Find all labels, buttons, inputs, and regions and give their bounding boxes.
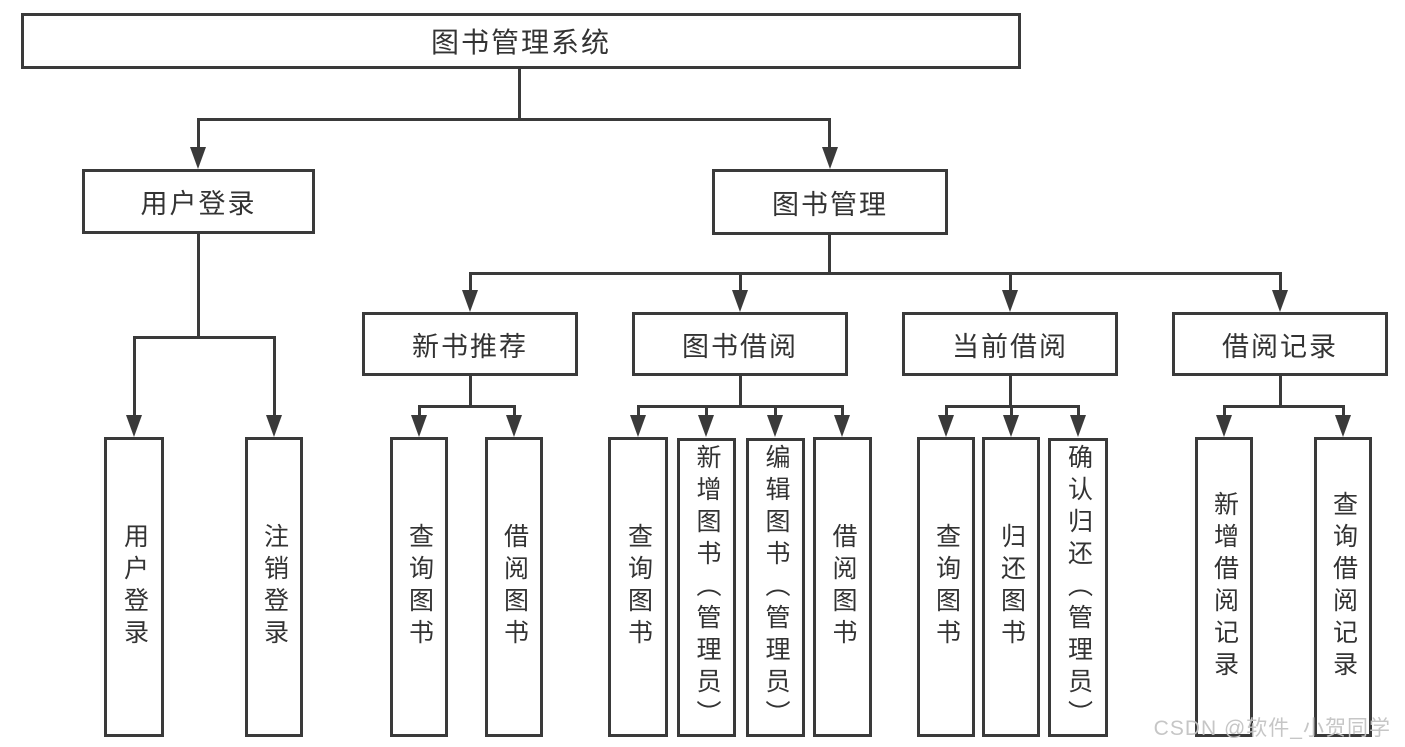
connector-to-leaf-user-login [133,338,136,417]
arrow-down-icon [1272,290,1288,312]
connector-borrow-branch [637,405,844,408]
connector-records-stem [1279,375,1282,408]
leaf-edit-books-admin: 编辑图书（管理员） [746,438,805,737]
node-new-book-recommend: 新书推荐 [362,312,578,376]
arrow-down-icon [834,415,850,437]
leaf-borrow-books-borrow: 借阅图书 [813,437,872,737]
node-current-borrow: 当前借阅 [902,312,1118,376]
connector-borrow-stem [739,375,742,408]
connector-to-current-leaf2 [1010,407,1013,417]
connector-root-stem [518,67,521,119]
connector-to-borrow-records [1279,274,1282,292]
arrow-down-icon [1335,415,1351,437]
node-user-login: 用户登录 [82,169,315,234]
arrow-down-icon [822,147,838,169]
arrow-down-icon [1070,415,1086,437]
connector-to-book-management [828,119,831,150]
arrow-down-icon [506,415,522,437]
connector-to-records-leaf1 [1223,407,1226,417]
leaf-query-books-recommend: 查询图书 [390,437,448,737]
connector-to-current-leaf3 [1077,407,1080,417]
leaf-logout-login: 注销登录 [245,437,303,737]
connector-to-borrow-leaf3 [774,407,777,417]
connector-to-leaf-logout [273,338,276,417]
connector-to-new-book-recommend [469,274,472,292]
leaf-query-books-borrow: 查询图书 [608,437,668,737]
arrow-down-icon [1216,415,1232,437]
leaf-confirm-return-admin: 确认归还（管理员） [1048,438,1108,737]
arrow-down-icon [1003,415,1019,437]
arrow-down-icon [732,290,748,312]
connector-to-borrow-leaf4 [841,407,844,417]
connector-to-borrow-leaf1 [637,407,640,417]
connector-book-management-stem [828,234,831,275]
leaf-add-books-admin: 新增图书（管理员） [677,438,736,737]
arrow-down-icon [938,415,954,437]
watermark: CSDN @软件_小贺同学 [1153,717,1391,740]
connector-current-branch [945,405,1080,408]
connector-to-recommend-leaf2 [513,407,516,417]
leaf-user-login: 用户登录 [104,437,164,737]
connector-to-recommend-leaf1 [418,407,421,417]
connector-user-login-branch [133,336,276,339]
arrow-down-icon [630,415,646,437]
node-book-borrow: 图书借阅 [632,312,848,376]
arrow-down-icon [126,415,142,437]
connector-to-records-leaf2 [1342,407,1345,417]
connector-recommend-branch [418,405,516,408]
leaf-query-borrow-record: 查询借阅记录 [1314,437,1372,737]
connector-to-borrow-leaf2 [705,407,708,417]
node-borrow-records: 借阅记录 [1172,312,1388,376]
connector-book-management-branch [469,272,1282,275]
arrow-down-icon [411,415,427,437]
leaf-add-borrow-record: 新增借阅记录 [1195,437,1253,737]
connector-current-stem [1009,375,1012,408]
connector-root-branch [197,118,831,121]
arrow-down-icon [266,415,282,437]
connector-to-current-leaf1 [945,407,948,417]
node-root: 图书管理系统 [21,13,1021,69]
connector-to-current-borrow [1009,274,1012,292]
leaf-query-books-current: 查询图书 [917,437,975,737]
arrow-down-icon [190,147,206,169]
leaf-return-books: 归还图书 [982,437,1040,737]
arrow-down-icon [462,290,478,312]
arrow-down-icon [1002,290,1018,312]
connector-to-user-login [197,119,200,150]
connector-recommend-stem [469,375,472,408]
connector-to-book-borrow [739,274,742,292]
leaf-borrow-books-recommend: 借阅图书 [485,437,543,737]
node-book-management: 图书管理 [712,169,948,235]
arrow-down-icon [698,415,714,437]
connector-user-login-stem [197,232,200,339]
connector-records-branch [1223,405,1345,408]
arrow-down-icon [767,415,783,437]
